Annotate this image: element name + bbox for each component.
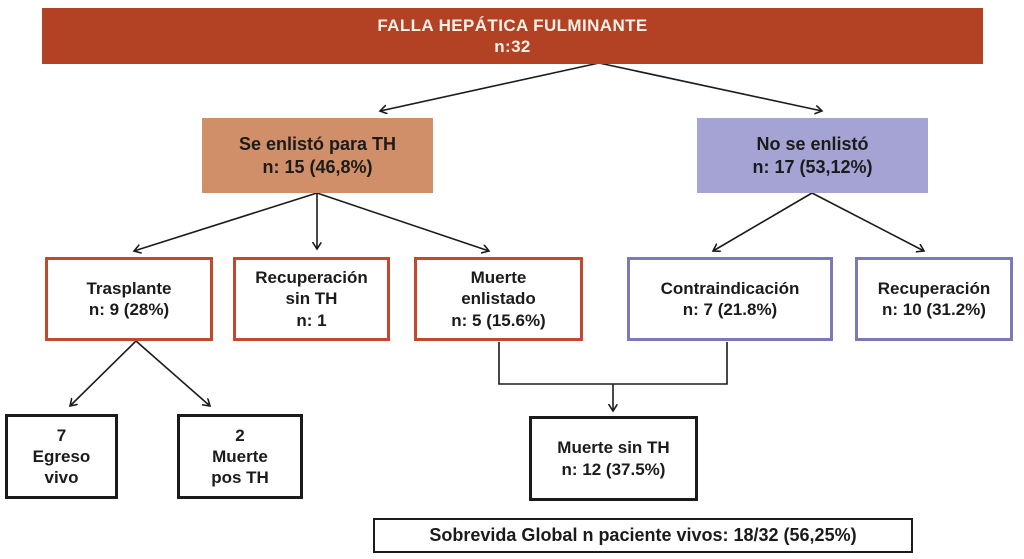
- box-title: Egreso: [32, 446, 91, 466]
- box-count: 7: [56, 425, 67, 445]
- box-title: Muerte: [212, 446, 268, 466]
- box-count: n: 10 (31.2%): [882, 300, 986, 319]
- box-title: Muerte sin TH: [557, 438, 670, 458]
- trasplante-box: Trasplante n: 9 (28%): [45, 257, 213, 341]
- box-title: Se enlistó para TH: [238, 134, 397, 154]
- box-count: n: 17 (53,12%): [752, 156, 873, 177]
- recuperacion-box: Recuperación n: 10 (31.2%): [855, 257, 1013, 341]
- recuperacion-sin-th-box: Recuperación sin TH n: 1: [233, 257, 390, 341]
- no-se-enlisto-box: No se enlistó n: 17 (53,12%): [697, 118, 928, 193]
- box-count: n:32: [494, 37, 531, 56]
- muerte-sin-th-box: Muerte sin TH n: 12 (37.5%): [529, 416, 698, 501]
- box-subtitle: sin TH: [285, 289, 338, 309]
- box-count: 2: [235, 425, 245, 445]
- box-subtitle: enlistado: [461, 289, 536, 309]
- box-title: No se enlistó: [756, 134, 869, 154]
- box-title: Contraindicación: [660, 278, 800, 298]
- falla-hepatica-box: FALLA HEPÁTICA FULMINANTE n:32: [42, 8, 983, 64]
- box-title: Trasplante: [86, 278, 172, 298]
- box-count: n: 15 (46,8%): [262, 156, 373, 177]
- egreso-vivo-box: 7 Egreso vivo: [5, 414, 118, 499]
- box-count: n: 9 (28%): [88, 300, 170, 319]
- box-title: Muerte: [470, 268, 527, 288]
- box-title: Recuperación: [255, 268, 368, 288]
- se-enlisto-box: Se enlistó para TH n: 15 (46,8%): [202, 118, 433, 193]
- box-subtitle: vivo: [44, 468, 79, 488]
- box-count: n: 7 (21.8%): [682, 300, 778, 319]
- box-count: n: 12 (37.5%): [561, 459, 666, 479]
- box-count: n: 1: [296, 310, 327, 330]
- sobrevida-global-bar: Sobrevida Global n paciente vivos: 18/32…: [373, 518, 913, 553]
- contraindicacion-box: Contraindicación n: 7 (21.8%): [627, 257, 833, 341]
- box-subtitle: pos TH: [211, 468, 269, 488]
- box-count: n: 5 (15.6%): [451, 310, 546, 330]
- box-title: FALLA HEPÁTICA FULMINANTE: [377, 15, 648, 35]
- muerte-enlistado-box: Muerte enlistado n: 5 (15.6%): [414, 257, 583, 341]
- box-title: Recuperación: [877, 278, 991, 298]
- muerte-pos-th-box: 2 Muerte pos TH: [177, 414, 303, 499]
- summary-text: Sobrevida Global n paciente vivos: 18/32…: [429, 525, 857, 546]
